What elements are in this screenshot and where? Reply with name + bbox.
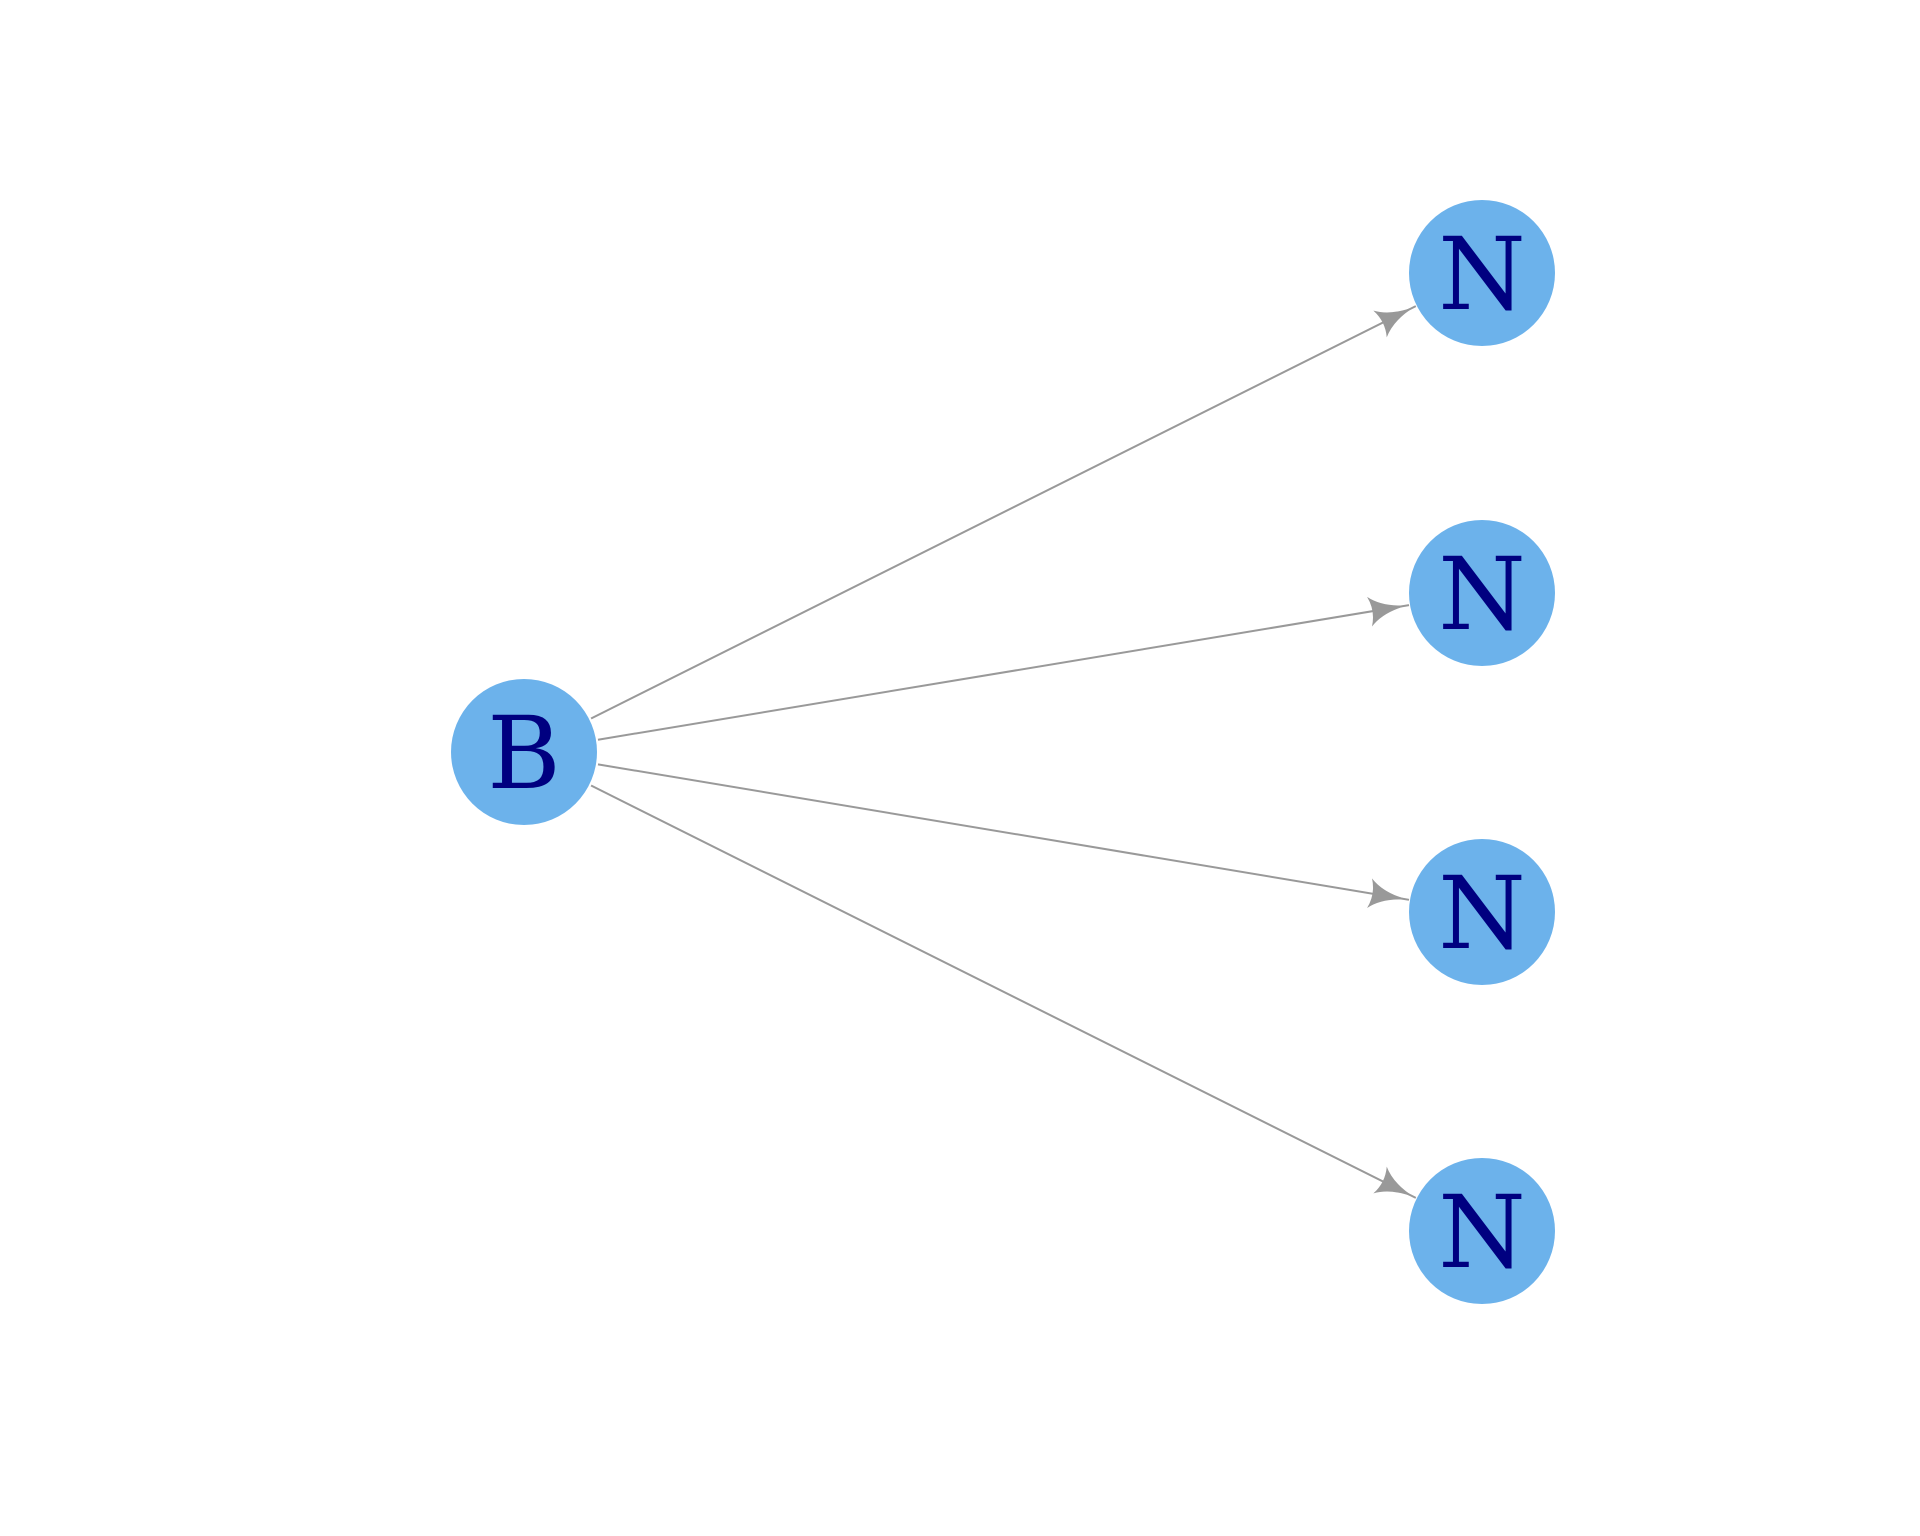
node-label: B [487, 695, 561, 812]
node-n3[interactable]: N [1409, 839, 1555, 985]
edge-b-to-n1 [590, 305, 1417, 720]
edge-b-to-n3 [597, 763, 1410, 909]
node-n4[interactable]: N [1409, 1158, 1555, 1304]
edge-b-to-n4 [590, 784, 1417, 1199]
node-label: N [1438, 216, 1526, 333]
node-n1[interactable]: N [1409, 200, 1555, 346]
node-circle [1409, 839, 1555, 985]
node-circle [451, 679, 597, 825]
node-label: N [1438, 855, 1526, 972]
node-label: N [1438, 1174, 1526, 1291]
node-circle [1409, 200, 1555, 346]
node-n2[interactable]: N [1409, 520, 1555, 666]
edge-b-to-n2 [597, 596, 1410, 741]
node-circle [1409, 1158, 1555, 1304]
node-label: N [1438, 536, 1526, 653]
node-b[interactable]: B [451, 679, 597, 825]
node-circle [1409, 520, 1555, 666]
